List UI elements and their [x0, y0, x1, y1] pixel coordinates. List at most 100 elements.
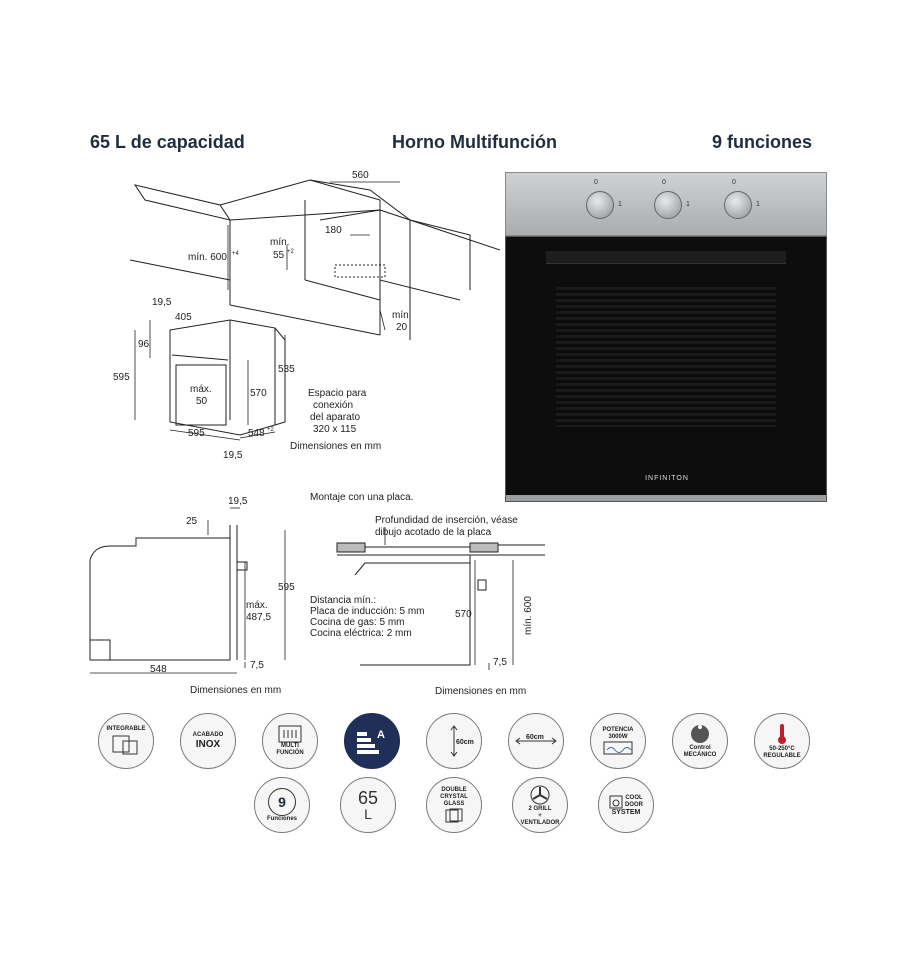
- cool-label-3: SYSTEM: [611, 808, 641, 816]
- fan-icon: [530, 785, 550, 804]
- dim-570: 570: [250, 388, 267, 399]
- side-dim-595: 595: [278, 582, 295, 593]
- space-label-3: del aparato: [310, 412, 360, 423]
- glass-label-3: GLASS: [443, 800, 465, 807]
- door-window: [556, 287, 776, 427]
- integrable-icon: INTEGRABLE: [98, 713, 154, 769]
- knob-mark-3: 0: [662, 179, 666, 186]
- mechanical-control-icon: Control MECÁNICO: [672, 713, 728, 769]
- cool-label-1: COOL: [625, 794, 643, 801]
- capacity-65l-icon: 65 L: [340, 777, 396, 833]
- dim-min55-value: 55: [273, 250, 285, 261]
- side-dim-max-label: máx.: [246, 600, 268, 611]
- energy-class-letter: A: [377, 729, 385, 741]
- capacity-unit: L: [364, 806, 372, 822]
- nine-circle: 9: [268, 787, 296, 816]
- height-label: 60cm: [456, 739, 474, 746]
- temp-label-2: REGULABLE: [763, 753, 801, 759]
- dim-19-5-bottom: 19,5: [223, 450, 243, 460]
- functions-heading: 9 funciones: [712, 132, 813, 152]
- side-dim-7-5: 7,5: [250, 660, 264, 671]
- energy-bars-icon: A: [357, 729, 385, 754]
- door-bottom-trim: [506, 495, 826, 501]
- timer-knob-icon: [724, 191, 752, 219]
- side-dimension-diagram: 19,5 25 595 máx. 487,5 7,5 548 Dimension…: [89, 496, 295, 696]
- knob-mark-2: 1: [618, 201, 622, 208]
- dim-405: 405: [175, 312, 192, 323]
- integrable-label: INTEGRABLE: [106, 725, 146, 732]
- distance-gas: Cocina de gas: 5 mm: [310, 617, 405, 628]
- dim-560: 560: [352, 170, 369, 181]
- nine-functions-label: Funciones: [266, 815, 297, 822]
- space-label-4: 320 x 115: [313, 424, 357, 435]
- distance-electric: Cocina eléctrica: 2 mm: [310, 628, 412, 639]
- dim-min20-value: 20: [396, 322, 408, 333]
- dim-180: 180: [325, 225, 342, 236]
- fan-label-1: 2 GRILL: [528, 805, 552, 812]
- temperature-range-icon: 50-250°C REGULABLE: [754, 713, 810, 769]
- dim-535: 535: [278, 364, 295, 375]
- control-label-2: MECÁNICO: [683, 752, 717, 758]
- glass-label-1: DOUBLE: [441, 786, 467, 793]
- distance-title: Distancia mín.:: [310, 595, 376, 606]
- dim-595-bottom: 595: [188, 428, 205, 439]
- depth-note-2: dibujo acotado de la placa: [375, 527, 492, 538]
- brand-logo: INFINITON: [645, 475, 689, 482]
- fan-label-2: +: [538, 812, 542, 819]
- oven-door-icon: [609, 795, 623, 808]
- dim-max50-value: 50: [196, 396, 208, 407]
- dim-548: 548: [248, 428, 265, 439]
- oven-symbol-icon: [278, 725, 302, 743]
- knob-mark-6: 1: [756, 201, 760, 208]
- knob-mark-1: 0: [594, 179, 598, 186]
- control-panel: 0 1 0 1 0 1: [505, 172, 827, 236]
- multifunction-icon: MULTI FUNCIÓN: [262, 713, 318, 769]
- capacity-value: 65: [357, 788, 379, 808]
- control-label-1: Control: [689, 745, 711, 751]
- multi-label-1: MULTI: [281, 743, 299, 749]
- dim-min20-label: mín.: [392, 310, 411, 321]
- cool-door-top: COOL DOOR: [609, 795, 643, 809]
- door-handle: [546, 251, 786, 264]
- space-label-1: Espacio para: [308, 388, 367, 399]
- hob-dim-min600: mín. 600: [523, 596, 534, 635]
- width-label: 60cm: [526, 734, 544, 741]
- power-3000w-icon: POTENCIA 3000W: [590, 713, 646, 769]
- knob-icon: [691, 725, 709, 743]
- dim-min600: mín. 600: [188, 252, 227, 263]
- glass-label-2: CRYSTAL: [440, 793, 468, 800]
- height-60cm-icon: 60cm: [426, 713, 482, 769]
- function-knob-icon: [654, 191, 682, 219]
- dim-max50-label: máx.: [190, 384, 212, 395]
- dim-548-sup: +2: [267, 427, 275, 433]
- width-icon: 60cm: [515, 734, 557, 745]
- fan-label-3: VENTILADOR: [520, 819, 560, 826]
- knob-mark-5: 0: [732, 179, 736, 186]
- dim-96: 96: [138, 339, 150, 350]
- power-label-2: 3000W: [608, 734, 628, 740]
- cool-door-text: COOL DOOR: [625, 795, 643, 809]
- height-icon: 60cm: [450, 725, 474, 757]
- heat-waves-icon: [603, 741, 633, 755]
- dims-mm-top: Dimensiones en mm: [290, 441, 381, 452]
- dims-mm-right: Dimensiones en mm: [435, 686, 526, 697]
- dim-min55-label: mín.: [270, 237, 289, 248]
- oven-image: 0 1 0 1 0 1 INFINITON: [505, 172, 827, 502]
- finish-label-2: INOX: [195, 739, 221, 750]
- dims-mm-left: Dimensiones en mm: [190, 685, 281, 696]
- width-60cm-icon: 60cm: [508, 713, 564, 769]
- stainless-finish-icon: ACABADO INOX: [180, 713, 236, 769]
- dim-19-5-top: 19,5: [152, 297, 172, 308]
- depth-note-1: Profundidad de inserción, véase: [375, 515, 518, 526]
- installation-diagram-top: 560 180 mín. 600 +4 mín. 55 +2 mín. 20 1…: [113, 170, 500, 460]
- side-dim-548: 548: [150, 664, 167, 675]
- multi-label-2: FUNCIÓN: [276, 750, 304, 756]
- capacity-heading: 65 L de capacidad: [90, 132, 245, 152]
- dim-min55-sup: +2: [287, 249, 295, 255]
- temp-label-1: 50-250°C: [769, 746, 795, 752]
- double-glass-icon: DOUBLE CRYSTAL GLASS: [426, 777, 482, 833]
- dim-min600-sup: +4: [232, 251, 240, 257]
- mounting-title: Montaje con una placa.: [310, 492, 413, 503]
- product-type-heading: Horno Multifunción: [392, 132, 557, 152]
- glass-panes-icon: [445, 808, 463, 822]
